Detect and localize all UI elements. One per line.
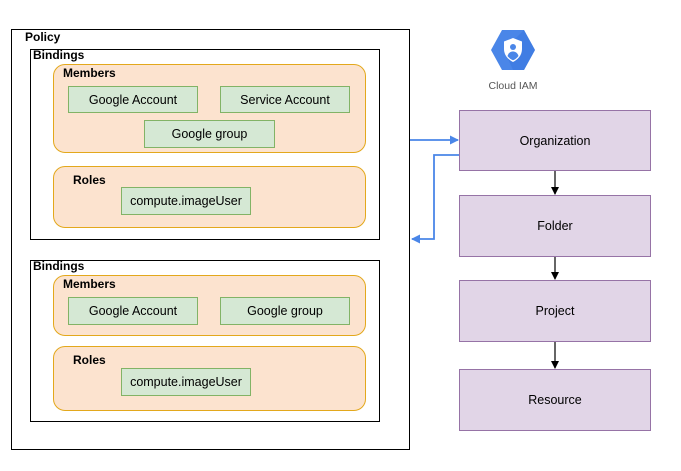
members-title-1: Members [63,66,116,80]
members-title-2: Members [63,277,116,291]
member-google-group-2: Google group [220,297,350,325]
hierarchy-resource: Resource [459,369,651,431]
bindings-title-1: Bindings [33,48,85,62]
hierarchy-folder: Folder [459,195,651,257]
member-google-account-2: Google Account [68,297,198,325]
member-service-account-1: Service Account [220,86,350,113]
cloud-iam-icon [490,27,536,73]
roles-title-2: Roles [73,353,106,367]
arrow-organization-to-policy [411,154,459,244]
roles-title-1: Roles [73,173,106,187]
member-google-group-1: Google group [144,120,275,148]
cloud-iam-label: Cloud IAM [488,80,538,92]
hierarchy-project: Project [459,280,651,342]
hierarchy-organization: Organization [459,110,651,171]
policy-title: Policy [25,30,61,44]
role-compute-imageuser-1: compute.imageUser [121,187,251,215]
role-compute-imageuser-2: compute.imageUser [121,368,251,396]
member-google-account-1: Google Account [68,86,198,113]
bindings-title-2: Bindings [33,259,85,273]
